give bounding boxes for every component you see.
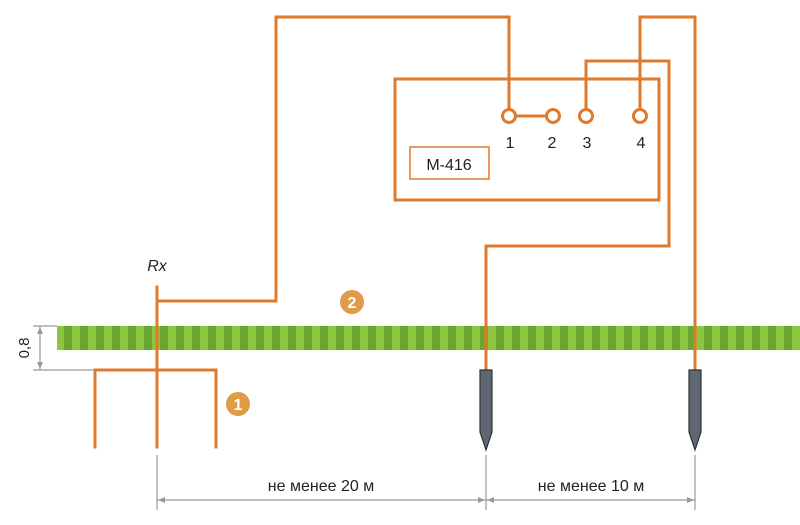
wire-rx-to-terminal-1 — [155, 15, 511, 303]
meter-label: М-416 — [426, 157, 471, 174]
ground-layer — [57, 326, 800, 350]
wire-terminal-4-to-current-rod — [638, 15, 697, 372]
potential-ground-rod — [479, 369, 493, 452]
marker-1-badge — [226, 392, 250, 416]
meter-box — [393, 77, 661, 202]
rx-label: Rx — [147, 258, 168, 275]
terminal-3 — [578, 108, 594, 124]
terminals: 1 2 3 4 — [501, 108, 648, 152]
terminal-4 — [632, 108, 648, 124]
depth-label: 0,8 — [16, 338, 33, 359]
current-ground-rod — [688, 369, 702, 452]
distance-dimensions — [156, 455, 696, 510]
terminal-1-label: 1 — [506, 135, 515, 152]
terminal-2 — [545, 108, 561, 124]
wires — [93, 15, 697, 449]
terminal-2-label: 2 — [548, 135, 557, 152]
meter-label-box — [409, 146, 490, 180]
marker-2-label: 2 — [348, 295, 357, 312]
depth-dimension — [33, 325, 95, 371]
distance-label-20m: не менее 20 м — [268, 478, 374, 495]
marker-2-badge — [340, 290, 364, 314]
terminal-1 — [501, 108, 517, 124]
terminal-3-label: 3 — [583, 135, 592, 152]
marker-1-label: 1 — [234, 397, 243, 414]
wire-terminal-3-to-potential-rod — [484, 59, 671, 372]
earthing-electrode — [93, 368, 218, 449]
distance-label-10m: не менее 10 м — [538, 478, 644, 495]
terminal-4-label: 4 — [637, 135, 646, 152]
